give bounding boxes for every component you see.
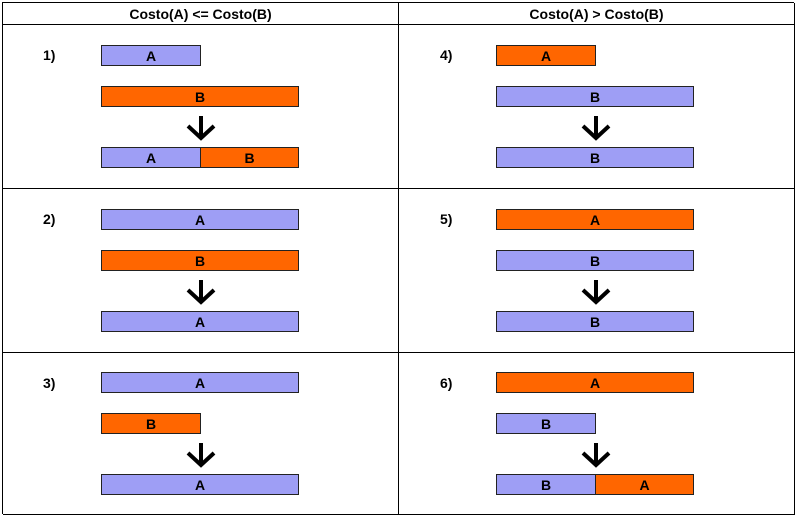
case-1-cell: 1) A B A B xyxy=(3,25,399,189)
case-1-bar-b: B xyxy=(101,86,299,107)
down-arrow-icon xyxy=(581,443,611,468)
case-6-label: 6) xyxy=(440,375,453,391)
case-6-result-b: B xyxy=(496,474,596,495)
case-3-label: 3) xyxy=(43,375,56,391)
case-3-bar-b: B xyxy=(101,413,201,434)
case-6-cell: 6) A B B A xyxy=(399,353,795,515)
down-arrow-icon xyxy=(186,443,216,468)
case-6-result-a: A xyxy=(595,474,694,495)
case-2-bar-b: B xyxy=(101,250,299,271)
case-2-bar-a: A xyxy=(101,209,299,230)
case-1-result-b: B xyxy=(200,147,299,168)
header-left: Costo(A) <= Costo(B) xyxy=(3,3,399,25)
case-1-label: 1) xyxy=(43,47,56,63)
case-5-bar-b: B xyxy=(496,250,694,271)
case-4-bar-a: A xyxy=(496,45,596,66)
down-arrow-icon xyxy=(581,116,611,141)
down-arrow-icon xyxy=(186,116,216,141)
case-2-result-a: A xyxy=(101,311,299,332)
case-6-bar-b: B xyxy=(496,413,596,434)
case-5-cell: 5) A B B xyxy=(399,189,795,353)
case-3-result-a: A xyxy=(101,474,299,495)
case-4-label: 4) xyxy=(440,47,453,63)
case-4-bar-b: B xyxy=(496,86,694,107)
case-4-cell: 4) A B B xyxy=(399,25,795,189)
down-arrow-icon xyxy=(581,280,611,305)
case-4-result-b: B xyxy=(496,147,694,168)
case-5-label: 5) xyxy=(440,211,453,227)
case-3-bar-a: A xyxy=(101,372,299,393)
case-2-label: 2) xyxy=(43,211,56,227)
case-3-cell: 3) A B A xyxy=(3,353,399,515)
case-1-bar-a: A xyxy=(101,45,201,66)
case-1-result-a: A xyxy=(101,147,201,168)
case-5-result-b: B xyxy=(496,311,694,332)
header-right: Costo(A) > Costo(B) xyxy=(399,3,795,25)
down-arrow-icon xyxy=(186,280,216,305)
case-5-bar-a: A xyxy=(496,209,694,230)
case-2-cell: 2) A B A xyxy=(3,189,399,353)
case-6-bar-a: A xyxy=(496,372,694,393)
